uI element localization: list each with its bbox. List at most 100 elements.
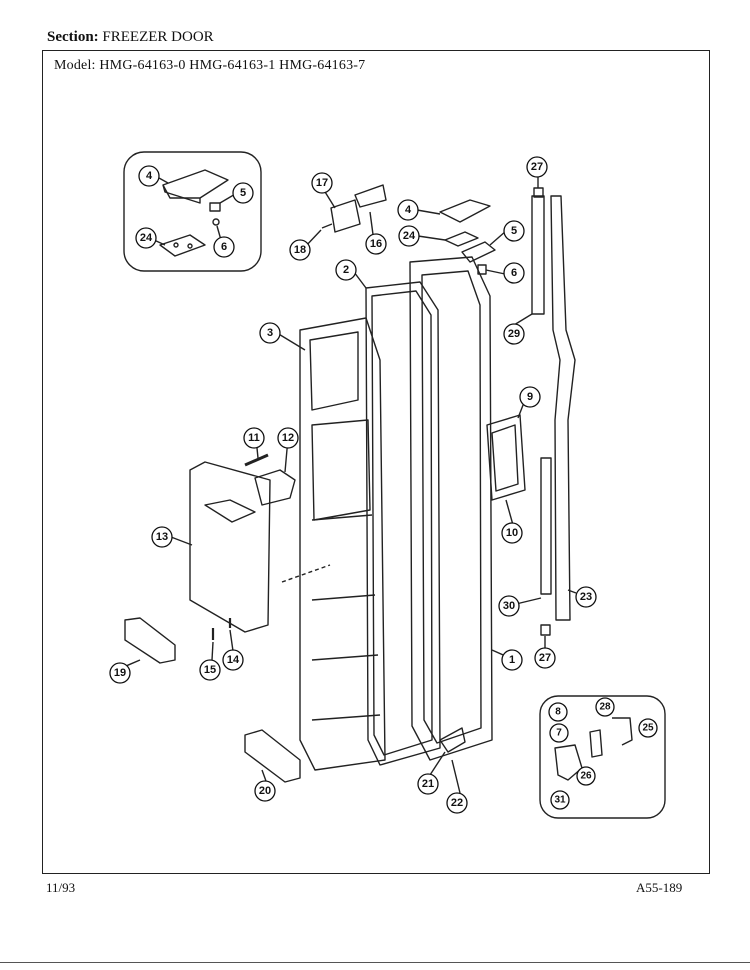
callout-23-label: 23 [580,591,592,603]
callout-20 [254,780,276,802]
part-26-bracket [589,729,603,758]
callout-17 [311,172,333,194]
part-27-endcap-lower [540,624,551,636]
callout-10-label: 10 [506,527,518,539]
part-12-bin [254,469,296,506]
callout-31 [550,790,570,810]
callout-25-label: 25 [642,723,654,734]
part-1-door-panel [409,256,493,761]
callout-30-label: 30 [503,600,515,612]
part-19-shelf [124,617,176,664]
callout-6-detail [213,236,235,258]
callout-29 [503,323,525,345]
callout-14-label: 14 [227,654,240,666]
part-24-plate [444,231,479,247]
callout-21-label: 21 [422,778,434,790]
callout-5-label: 5 [511,225,517,237]
callout-27-upper-label: 27 [531,161,543,173]
callout-20-label: 20 [259,785,271,797]
callout-11 [243,427,265,449]
callout-15-label: 15 [204,664,216,676]
callout-15 [199,659,221,681]
callout-6 [503,262,525,284]
part-5-screw-detail [209,202,221,212]
bottom-rule [0,962,750,963]
part-25-hinge [612,717,633,746]
callout-24 [398,225,420,247]
callout-4-detail-label: 4 [146,170,153,182]
callout-16-label: 16 [370,238,382,250]
callout-27-lower-label: 27 [539,652,551,664]
model-label: Model: [54,58,96,73]
callout-21 [417,773,439,795]
callout-12 [277,427,299,449]
part-5-hinge [461,241,496,263]
callout-13-label: 13 [156,531,168,543]
callout-22-label: 22 [451,797,463,809]
callout-24-label: 24 [403,230,416,242]
model-line: Model: HMG-64163-0 HMG-64163-1 HMG-64163… [54,58,365,74]
callout-3-label: 3 [267,327,273,339]
callout-5-detail [232,182,254,204]
callout-3 [259,322,281,344]
part-13-dispenser [189,461,271,633]
part-20-shelf [244,729,301,783]
callout-26-label: 26 [580,771,592,782]
part-23-rail [550,195,576,621]
callout-12-label: 12 [282,432,294,444]
callout-28-label: 28 [599,702,611,713]
callout-7 [549,723,569,743]
callout-25 [638,718,658,738]
part-21-hinge [439,727,466,753]
part-29-rail [531,195,545,315]
callout-4 [397,199,419,221]
callout-30 [498,595,520,617]
part-2-gasket [365,281,441,766]
callout-2 [335,259,357,281]
model-numbers: HMG-64163-0 HMG-64163-1 HMG-64163-7 [99,58,366,73]
part-24-plate-detail [159,234,206,257]
callout-11-label: 11 [248,432,260,444]
detail-bubble-upper [123,151,262,272]
callout-8-label: 8 [555,707,561,718]
footer-date: 11/93 [46,880,76,895]
callout-6-detail-label: 6 [221,241,227,253]
callout-4-label: 4 [405,204,412,216]
part-16-bracket [354,184,387,208]
callout-10 [501,522,523,544]
callout-8 [548,702,568,722]
callout-18-label: 18 [294,244,306,256]
callout-18 [289,239,311,261]
part-30-rail [540,457,552,595]
part-6-nut-detail [212,218,220,226]
callout-26 [576,766,596,786]
footer-page-code: A55-189 [636,880,683,895]
callout-16 [365,233,387,255]
callout-9-label: 9 [527,391,533,403]
part-11-strip [244,453,269,467]
callout-1 [501,649,523,671]
callout-23 [575,586,597,608]
detail-bubble-lower [539,695,666,819]
part-4-hinge-cover [439,199,491,223]
part-4-cap-detail [162,169,229,199]
callout-2-label: 2 [343,264,349,276]
part-31-bracket [554,744,583,781]
callout-27-upper [526,156,548,178]
callout-5 [503,220,525,242]
diagram-frame [42,50,710,874]
callout-27-lower [534,647,556,669]
callout-19 [109,662,131,684]
callout-24-detail [135,227,157,249]
callout-9 [519,386,541,408]
callout-17-label: 17 [316,177,328,189]
callout-22 [446,792,468,814]
part-17-bracket [330,199,361,233]
callout-1-label: 1 [509,654,515,666]
callout-7-label: 7 [556,728,562,739]
section-value: FREEZER DOOR [102,29,214,45]
callout-4-detail [138,165,160,187]
section-heading: Section: FREEZER DOOR [47,29,214,46]
callout-14 [222,649,244,671]
section-label: Section: [47,29,99,45]
